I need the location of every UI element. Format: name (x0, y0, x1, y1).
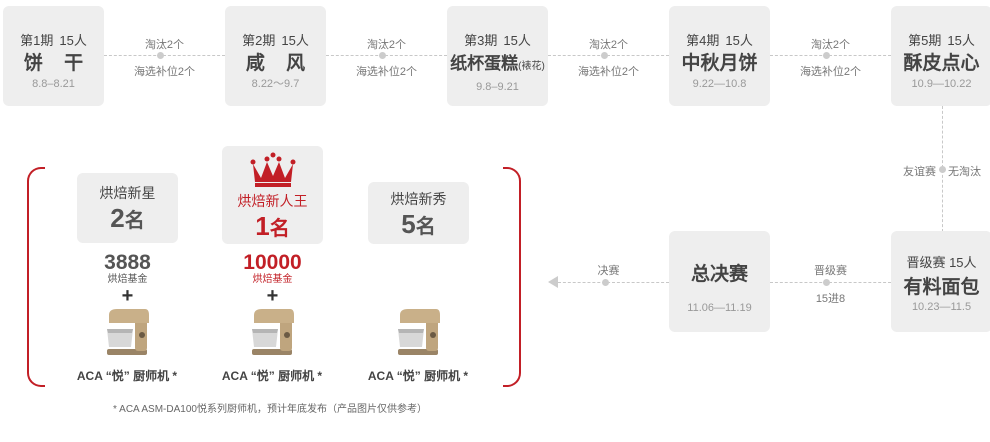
award-newcomer-card: 烘焙新秀 5名 (368, 182, 469, 244)
stage-period: 第2期 (242, 33, 276, 48)
stage-name: 饼 干 (23, 53, 92, 74)
awards-bracket-right (503, 167, 521, 387)
fund-amount: 10000 (243, 251, 302, 274)
final-card: 总决赛 11.06—11.19 (669, 231, 770, 332)
stage-date: 8.8–8.21 (32, 78, 75, 90)
vertical-connector-dot (939, 166, 946, 173)
stage-2-card: 第2期 15人 咸 风 8.22～9.7 (225, 6, 326, 106)
stand-mixer-icon (252, 309, 294, 355)
vertical-connector-right-label: 无淘汰 (948, 166, 981, 178)
fund-amount: 3888 (104, 251, 151, 274)
promotion-connector-bottom-label: 15进8 (815, 293, 846, 305)
stage-name: 中秋月饼 (681, 53, 758, 74)
connector-dot (823, 52, 830, 59)
stage-players: 15人 (947, 33, 975, 48)
stage-name: 纸杯蛋糕 (450, 54, 519, 73)
promotion-connector-line (770, 282, 891, 283)
award-rising-star-card: 烘焙新星 2名 (77, 173, 178, 243)
awards-bracket-left (27, 167, 45, 387)
stage-date: 9.22—10.8 (692, 78, 747, 90)
connector-line (770, 55, 891, 56)
promotion-connector-top-label: 晋级赛 (814, 265, 847, 277)
stage-note: (裱花) (518, 61, 545, 72)
stage-period: 第1期 (20, 33, 54, 48)
stage-date: 10.9—10.22 (911, 78, 972, 90)
prize-label: ACA “悦” 厨师机 * (76, 369, 178, 383)
connector-top-label: 淘汰2个 (366, 39, 407, 51)
stage-players: 15人 (503, 33, 531, 48)
connector-bottom-label: 海选补位2个 (799, 66, 862, 78)
stage-4-card: 第4期 15人 中秋月饼 9.22—10.8 (669, 6, 770, 106)
connector-dot (601, 52, 608, 59)
stage-period: 第5期 (908, 33, 942, 48)
final-name: 总决赛 (690, 264, 748, 285)
connector-top-label: 淘汰2个 (588, 39, 629, 51)
award-count: 5 (401, 209, 416, 239)
award-unit: 名 (415, 216, 436, 238)
fund-label: 烘焙基金 (107, 274, 148, 285)
prize-label: ACA “悦” 厨师机 * (367, 369, 469, 383)
connector-dot (379, 52, 386, 59)
promotion-date: 10.23—11.5 (911, 301, 972, 313)
arrow-left-icon (548, 276, 558, 288)
vertical-connector-left-label: 友谊赛 (903, 166, 936, 178)
stand-mixer-icon (398, 309, 440, 355)
connector-bottom-label: 海选补位2个 (133, 66, 196, 78)
stage-3-card: 第3期 15人 纸杯蛋糕(裱花) 9.8–9.21 (447, 6, 548, 106)
connector-top-label: 淘汰2个 (810, 39, 851, 51)
connector-line (548, 55, 669, 56)
stage-5-card: 第5期 15人 酥皮点心 10.9—10.22 (891, 6, 990, 106)
connector-bottom-label: 海选补位2个 (577, 66, 640, 78)
stage-players: 15人 (281, 33, 309, 48)
final-connector-dot (602, 279, 609, 286)
plus-sign: + (266, 285, 279, 307)
final-date: 11.06—11.19 (687, 302, 752, 314)
award-count: 2 (110, 203, 125, 233)
final-connector-line (558, 282, 669, 283)
stage-1-card: 第1期 15人 饼 干 8.8–8.21 (3, 6, 104, 106)
connector-line (104, 55, 225, 56)
stage-period: 第3期 (464, 33, 498, 48)
promotion-connector-dot (823, 279, 830, 286)
promotion-players: 15人 (949, 255, 977, 270)
plus-sign: + (121, 285, 134, 307)
promotion-title: 晋级赛 (906, 255, 946, 270)
final-connector-label: 决赛 (597, 265, 620, 277)
award-unit: 名 (269, 218, 290, 240)
award-count: 1 (255, 211, 270, 241)
connector-dot (157, 52, 164, 59)
award-fund: 3888 烘焙基金 (77, 252, 178, 286)
award-title: 烘焙新人王 (237, 193, 308, 209)
prize-label: ACA “悦” 厨师机 * (221, 369, 323, 383)
award-fund: 10000 烘焙基金 (222, 252, 323, 286)
connector-line (326, 55, 447, 56)
stage-date: 8.22～9.7 (251, 78, 300, 90)
connector-top-label: 淘汰2个 (144, 39, 185, 51)
promotion-card: 晋级赛 15人 有料面包 10.23—11.5 (891, 231, 990, 332)
stage-date: 9.8–9.21 (476, 81, 519, 93)
award-title: 烘焙新星 (99, 185, 156, 201)
crown-icon (250, 152, 296, 187)
stage-players: 15人 (59, 33, 87, 48)
award-title: 烘焙新秀 (390, 191, 447, 207)
fund-label: 烘焙基金 (252, 274, 293, 285)
connector-bottom-label: 海选补位2个 (355, 66, 418, 78)
stage-period: 第4期 (686, 33, 720, 48)
stage-name: 酥皮点心 (903, 53, 980, 74)
award-king-card: 烘焙新人王 1名 (222, 146, 323, 244)
stand-mixer-icon (107, 309, 149, 355)
stage-name: 咸 风 (245, 53, 314, 74)
award-unit: 名 (124, 210, 145, 232)
stage-players: 15人 (725, 33, 753, 48)
footnote: * ACA ASM-DA100悦系列厨师机，预计年底发布（产品图片仅供参考） (113, 404, 427, 415)
promotion-name: 有料面包 (903, 277, 980, 298)
